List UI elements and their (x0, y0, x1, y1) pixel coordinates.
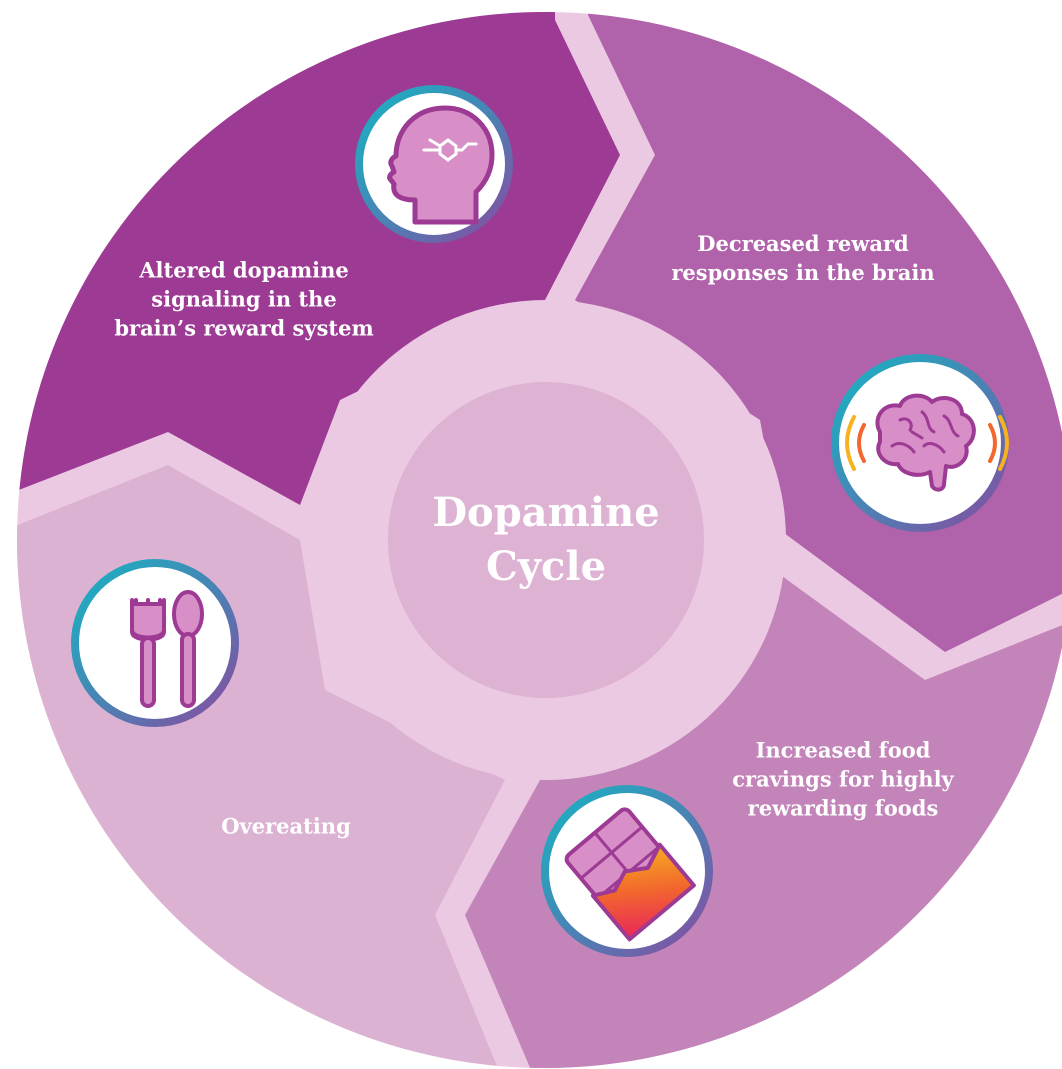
stage-label-altered-dopamine: Altered dopamine signaling in the brain’… (114, 257, 374, 341)
stage-label-overeating: Overeating (221, 813, 351, 839)
fork-spoon-icon (71, 559, 239, 727)
stage-label-increased-cravings: Increased food cravings for highly rewar… (732, 737, 954, 821)
chocolate-bar-icon (541, 785, 713, 957)
head-circuit-icon (355, 85, 513, 243)
center-title: Dopamine Cycle (432, 489, 660, 590)
brain-signal-icon (831, 354, 1009, 532)
stage-label-decreased-reward: Decreased reward responses in the brain (671, 231, 935, 285)
center-hub (388, 382, 704, 698)
